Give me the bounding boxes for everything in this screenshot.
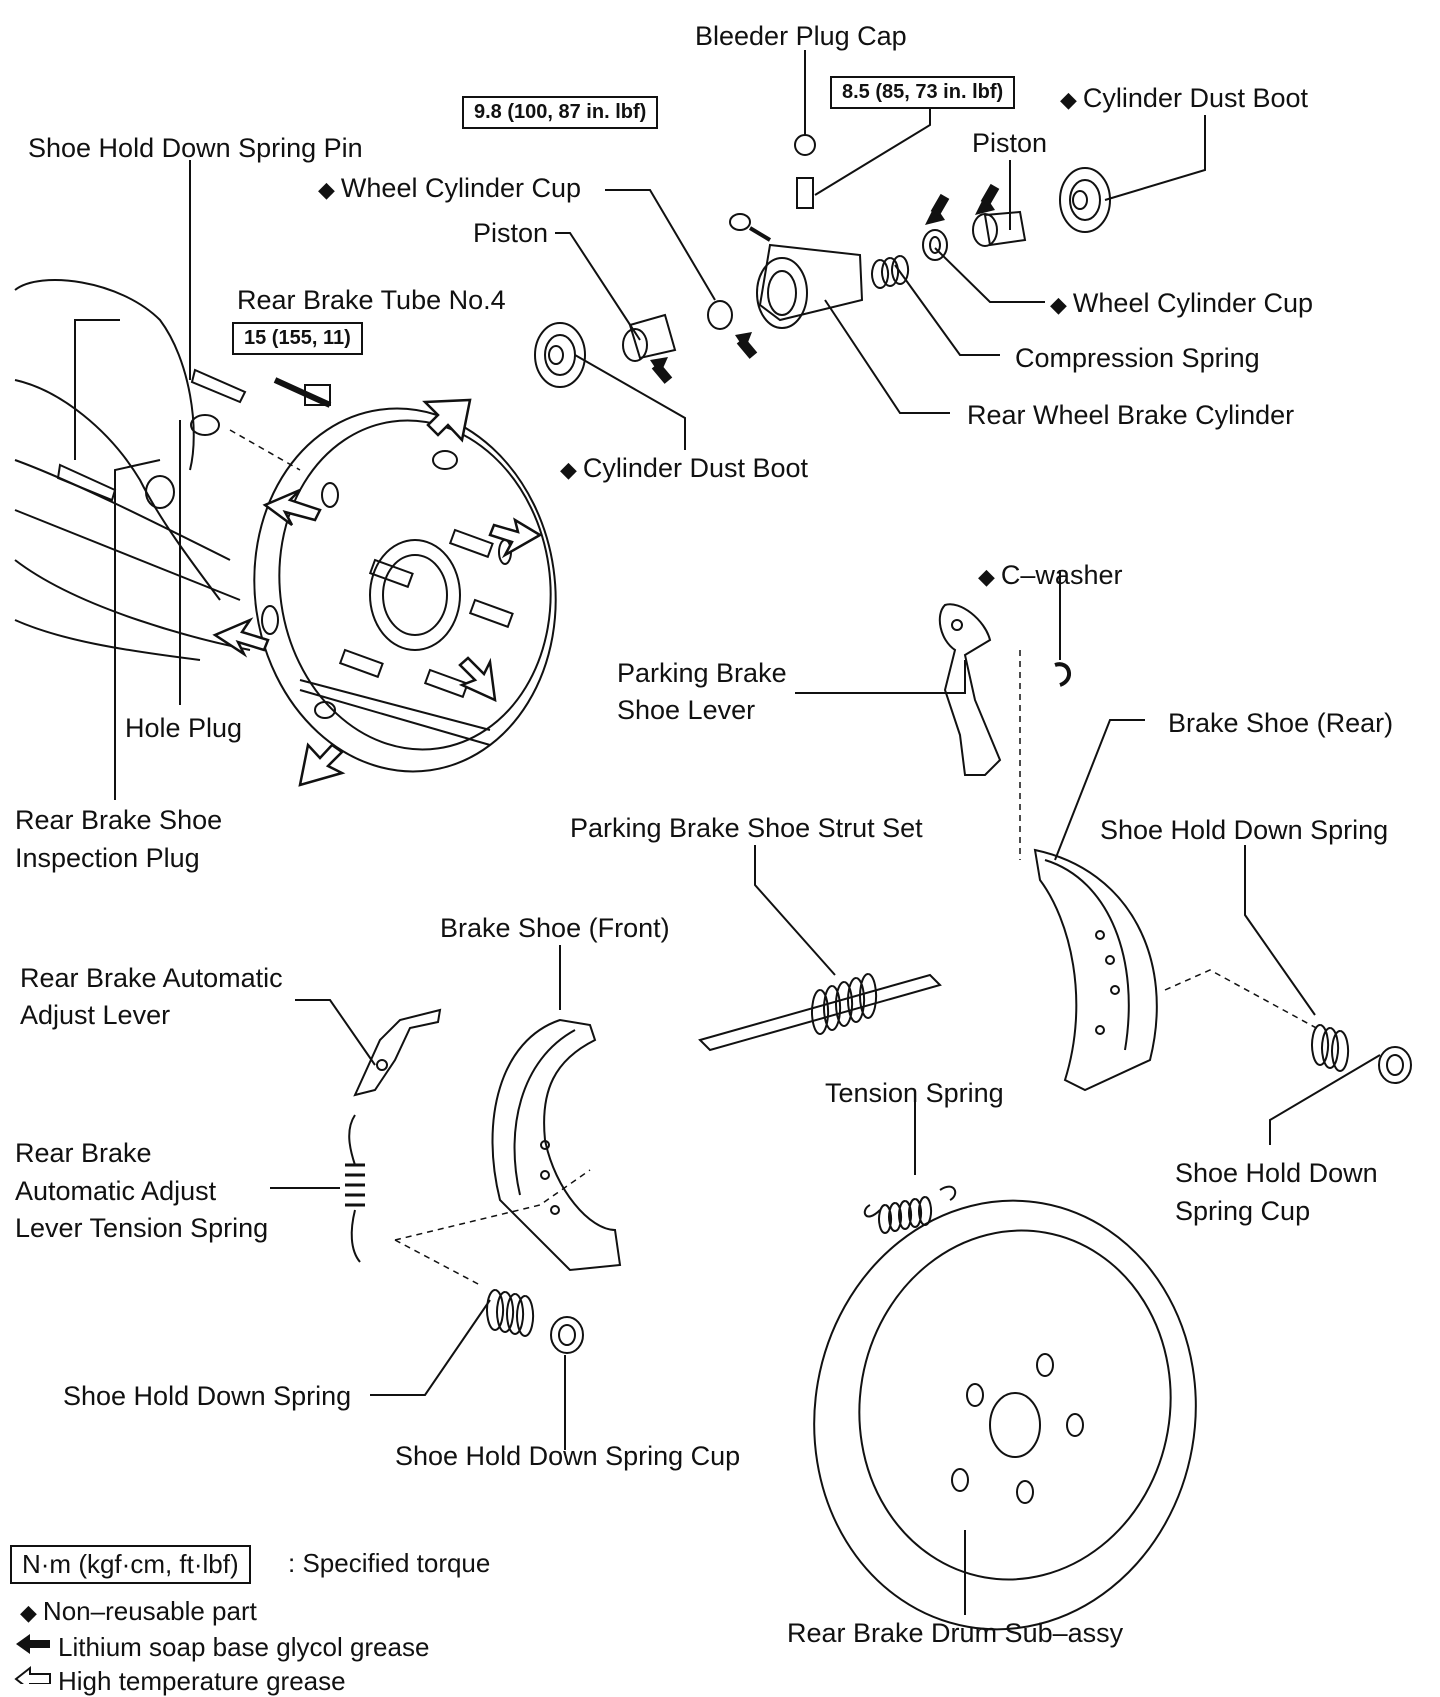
label-spring-cup-right-1: Shoe Hold Down xyxy=(1175,1158,1378,1188)
legend-arrow-hollow xyxy=(14,1665,51,1684)
hold-down-right xyxy=(1311,1024,1412,1084)
hold-down-left xyxy=(486,1289,584,1354)
label-lever-tension-spring-1: Rear Brake xyxy=(15,1138,152,1168)
label-bleeder-plug-cap: Bleeder Plug Cap xyxy=(695,21,907,51)
lithium-grease-arrows xyxy=(650,183,1000,384)
label-piston-right: Piston xyxy=(972,128,1048,158)
assembly-dashes xyxy=(229,429,1321,1286)
label-auto-adjust-lever-1: Rear Brake Automatic xyxy=(20,963,283,993)
label-brake-shoe-rear: Brake Shoe (Rear) xyxy=(1168,708,1394,738)
label-compression-spring: Compression Spring xyxy=(1015,343,1260,373)
tension-spring-shape xyxy=(863,1185,957,1234)
label-cylinder-dust-boot-right: ◆Cylinder Dust Boot xyxy=(1060,83,1309,113)
auto-adjust-lever-shape xyxy=(353,1008,442,1097)
label-spring-cup-right-2: Spring Cup xyxy=(1175,1196,1311,1226)
torque-brake-tube: 15 (155, 11) xyxy=(232,322,363,355)
diamond-icon: ◆ xyxy=(20,1600,37,1625)
label-inspection-plug-1: Rear Brake Shoe xyxy=(15,805,223,835)
label-tension-spring: Tension Spring xyxy=(825,1078,1004,1108)
diamond-icon: ◆ xyxy=(1050,292,1067,317)
label-shoe-hold-down-spring-right: Shoe Hold Down Spring xyxy=(1100,815,1389,845)
torque-cylinder-bolt: 9.8 (100, 87 in. lbf) xyxy=(462,96,659,129)
label-cylinder-dust-boot-left: ◆Cylinder Dust Boot xyxy=(560,453,809,483)
label-rear-brake-tube: Rear Brake Tube No.4 xyxy=(237,285,506,315)
diamond-icon: ◆ xyxy=(1060,87,1077,112)
diamond-icon: ◆ xyxy=(318,177,335,202)
legend-arrow-solid xyxy=(16,1634,50,1654)
diamond-icon: ◆ xyxy=(978,564,995,589)
label-parking-brake-shoe-lever-2: Shoe Lever xyxy=(617,695,756,725)
leader-lines xyxy=(74,50,1381,1615)
legend-non-reusable: ◆Non–reusable part xyxy=(20,1596,257,1626)
label-shoe-hold-down-spring-left: Shoe Hold Down Spring xyxy=(63,1381,352,1411)
brake-shoe-front-shape xyxy=(491,1018,622,1272)
legend-high-temp-grease: High temperature grease xyxy=(58,1666,346,1696)
legend-torque-units: N·m (kgf·cm, ft·lbf) xyxy=(10,1545,251,1584)
label-brake-drum: Rear Brake Drum Sub–assy xyxy=(787,1618,1124,1648)
label-c-washer: ◆C–washer xyxy=(978,560,1123,590)
label-rear-wheel-brake-cylinder: Rear Wheel Brake Cylinder xyxy=(967,400,1295,430)
label-piston-left: Piston xyxy=(473,218,549,248)
strut-set-shape xyxy=(698,973,942,1052)
label-parking-brake-shoe-lever-1: Parking Brake xyxy=(617,658,787,688)
label-inspection-plug-2: Inspection Plug xyxy=(15,843,200,873)
label-wheel-cylinder-cup-left: ◆Wheel Cylinder Cup xyxy=(318,173,582,203)
high-temp-grease-arrows xyxy=(212,398,543,787)
label-auto-adjust-lever-2: Adjust Lever xyxy=(20,1000,171,1030)
parking-lever-parts xyxy=(938,603,1071,776)
legend-torque-desc: : Specified torque xyxy=(288,1548,491,1578)
spring-pins xyxy=(56,368,332,509)
torque-bleeder-plug: 8.5 (85, 73 in. lbf) xyxy=(830,76,1016,109)
backing-plate xyxy=(14,279,557,773)
label-shoe-hold-down-spring-pin: Shoe Hold Down Spring Pin xyxy=(28,133,363,163)
label-spring-cup-left: Shoe Hold Down Spring Cup xyxy=(395,1441,741,1471)
label-strut-set: Parking Brake Shoe Strut Set xyxy=(570,813,923,843)
label-hole-plug: Hole Plug xyxy=(125,713,243,743)
diamond-icon: ◆ xyxy=(560,457,577,482)
label-lever-tension-spring-2: Automatic Adjust xyxy=(15,1176,217,1206)
label-lever-tension-spring-3: Lever Tension Spring xyxy=(15,1213,269,1243)
wheel-cylinder-parts xyxy=(534,134,1111,388)
brake-drum-shape xyxy=(813,1199,1197,1631)
brake-shoe-rear-shape xyxy=(1033,848,1158,1092)
label-brake-shoe-front: Brake Shoe (Front) xyxy=(440,913,670,943)
legend-lithium-grease: Lithium soap base glycol grease xyxy=(58,1632,430,1662)
lever-tension-spring-shape xyxy=(345,1114,365,1263)
label-wheel-cylinder-cup-right: ◆Wheel Cylinder Cup xyxy=(1050,288,1314,318)
